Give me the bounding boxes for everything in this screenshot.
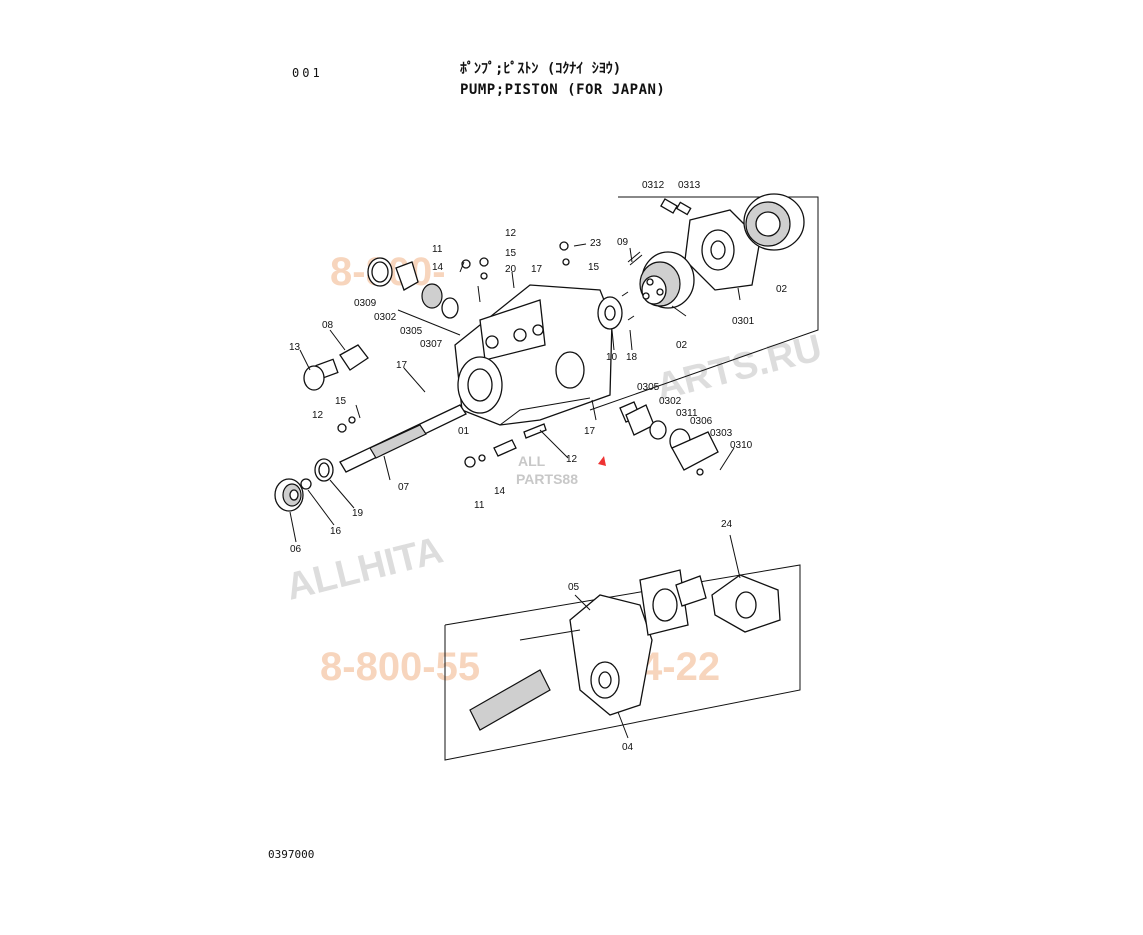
leader-lines — [289, 243, 741, 739]
label-0303: 0303 — [710, 428, 733, 439]
label-0311: 0311 — [676, 408, 698, 419]
label-11-lower: 11 — [474, 500, 485, 511]
label-0306: 0306 — [690, 416, 713, 427]
diagram-title-english: PUMP;PISTON (FOR JAPAN) — [460, 82, 666, 98]
label-15: 15 — [505, 248, 517, 259]
label-02-upper: 02 — [776, 284, 788, 295]
label-07: 07 — [398, 482, 410, 493]
label-11: 11 — [432, 244, 443, 255]
rear-pump-section — [627, 193, 805, 309]
label-04: 04 — [622, 742, 634, 753]
label-09: 09 — [617, 237, 629, 248]
left-side-small-parts — [303, 241, 570, 433]
diagram-title-japanese: ﾎﾟﾝﾌﾟ;ﾋﾟｽﾄﾝ (ｺｸﾅｲ ｼﾖｳ) — [460, 61, 622, 77]
label-17-left: 17 — [396, 360, 408, 371]
label-17-lower: 17 — [584, 426, 596, 437]
label-17: 17 — [531, 264, 543, 275]
label-01: 01 — [458, 426, 470, 437]
page-code: 001 — [292, 66, 323, 80]
label-15-left: 15 — [335, 396, 347, 407]
label-18: 18 — [626, 352, 638, 363]
label-0310: 0310 — [730, 440, 753, 451]
label-0305-right: 0305 — [637, 382, 660, 393]
upper-assembly-frame — [589, 196, 819, 411]
label-12-left: 12 — [312, 410, 324, 421]
document-number: 0397000 — [268, 848, 315, 861]
label-0302-right: 0302 — [659, 396, 682, 407]
label-24: 24 — [721, 519, 733, 530]
logo-watermark: ALL PARTS88 — [516, 453, 606, 487]
pump-housing — [454, 284, 613, 426]
logo-text-bottom: PARTS88 — [516, 471, 578, 487]
label-15-upper: 15 — [588, 262, 600, 273]
label-0301: 0301 — [732, 316, 755, 327]
logo-red-mark — [598, 456, 606, 466]
housing-fittings — [464, 423, 547, 468]
label-0307: 0307 — [420, 339, 443, 350]
label-05: 05 — [568, 582, 580, 593]
regulator-parts — [619, 401, 719, 476]
gear-pump-assembly — [469, 569, 781, 731]
label-06: 06 — [290, 544, 302, 555]
label-14: 14 — [432, 262, 444, 273]
part-labels: 0312 0313 12 11 15 23 09 14 20 17 15 030… — [289, 180, 788, 753]
valve-plate — [597, 291, 635, 330]
label-0312: 0312 — [642, 180, 665, 191]
label-16: 16 — [330, 526, 342, 537]
watermark-phone-bottom-end: 4-22 — [640, 645, 720, 689]
drive-shaft — [274, 404, 467, 512]
label-08: 08 — [322, 320, 334, 331]
label-10: 10 — [606, 352, 618, 363]
label-0305: 0305 — [400, 326, 423, 337]
label-02-lower: 02 — [676, 340, 688, 351]
label-19: 19 — [352, 508, 364, 519]
watermark-site-left: ALLHITA — [282, 529, 447, 608]
label-23: 23 — [590, 238, 602, 249]
watermark-phone-bottom: 8-800-55 — [320, 645, 480, 689]
label-0302: 0302 — [374, 312, 397, 323]
label-14-lower: 14 — [494, 486, 506, 497]
label-13: 13 — [289, 342, 301, 353]
label-20: 20 — [505, 264, 517, 275]
label-0309: 0309 — [354, 298, 377, 309]
logo-text-top: ALL — [518, 453, 546, 469]
label-12: 12 — [505, 228, 517, 239]
label-0313: 0313 — [678, 180, 701, 191]
label-12-lower: 12 — [566, 454, 578, 465]
